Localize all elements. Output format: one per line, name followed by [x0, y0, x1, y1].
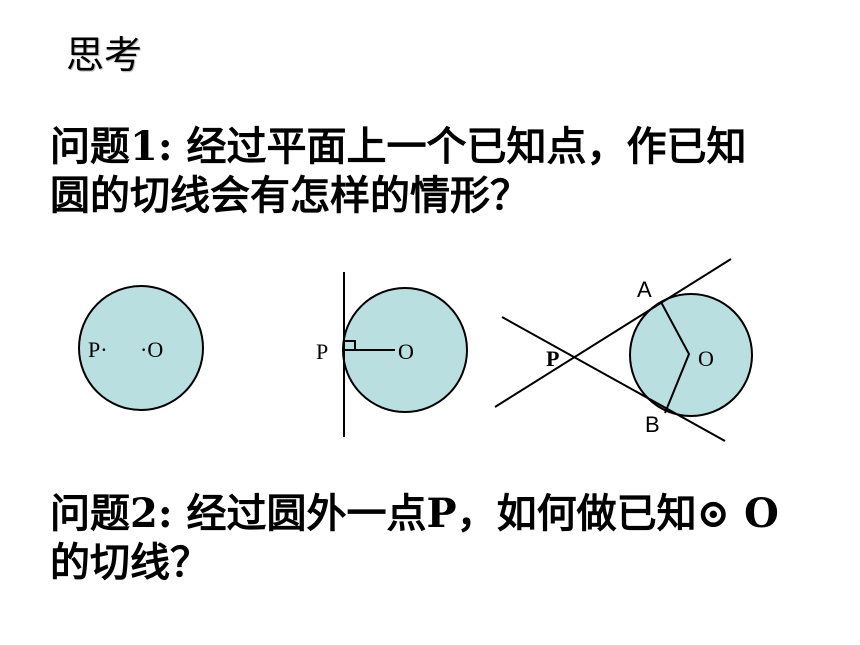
fig3-a-label: A	[637, 277, 652, 302]
circle-1	[78, 285, 204, 411]
fig3-p-label: P	[546, 346, 559, 371]
question-2-line-1: 问题2: 经过圆外一点P，如何做已知⊙ O	[50, 490, 779, 537]
fig2-p-label: P	[316, 339, 328, 364]
fig3-o-label: O	[698, 346, 714, 371]
figure-point-on-circle: P O	[316, 272, 468, 437]
fig1-p-label: P·	[88, 337, 108, 362]
page-title: 思考	[66, 33, 143, 77]
question-2-line-2: 的切线？	[50, 538, 210, 586]
fig2-o-label: O	[398, 339, 414, 364]
right-angle-mark	[344, 340, 356, 350]
question-1-line-2: 圆的切线会有怎样的情形？	[50, 171, 530, 219]
circle-3	[629, 293, 753, 417]
tangent-line-a	[494, 258, 732, 408]
fig3-b-label: B	[645, 412, 660, 437]
question-1-line-1: 问题1: 经过平面上一个已知点，作已知	[50, 123, 747, 170]
fig1-o-label: ·O	[140, 337, 163, 362]
figure-point-inside: P· ·O	[78, 285, 204, 411]
tangent-line-b	[501, 316, 726, 442]
figure-point-outside: P O A B	[494, 258, 753, 442]
question-2: 问题2: 经过圆外一点P，如何做已知⊙ O 的切线？	[50, 490, 830, 588]
question-1: 问题1: 经过平面上一个已知点，作已知 圆的切线会有怎样的情形？	[50, 123, 830, 221]
radii-oa-ob	[660, 301, 691, 414]
